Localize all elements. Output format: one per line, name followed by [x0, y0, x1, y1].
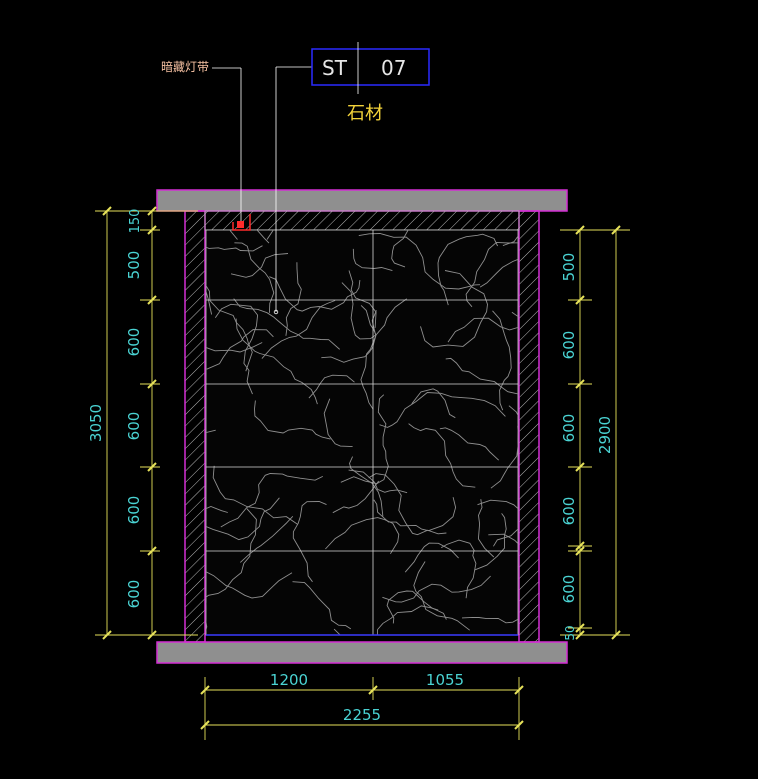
dim-right-seg-4: 600 [560, 497, 578, 526]
marble-vein [212, 465, 298, 525]
dim-right-seg-5: 600 [560, 575, 578, 604]
marble-vein [408, 423, 476, 488]
marble-vein [206, 245, 263, 252]
material-code-right: 07 [381, 56, 406, 80]
dim-left-seg-5: 600 [125, 496, 143, 525]
marble-vein [292, 581, 352, 630]
marble-vein [440, 539, 477, 599]
marble-vein [234, 242, 275, 313]
marble-vein [321, 310, 377, 363]
marble-vein [465, 241, 518, 308]
marble-vein [323, 398, 353, 448]
marble-vein [461, 616, 518, 624]
marble-vein [308, 374, 355, 399]
marble-vein [206, 506, 228, 513]
marble-vein [447, 317, 518, 343]
dim-left-total: 3050 [87, 404, 105, 442]
marble-vein [373, 497, 457, 532]
marble-vein [206, 289, 213, 315]
marble-vein [358, 233, 481, 290]
marble-vein [352, 248, 393, 272]
marble-vein [233, 298, 340, 350]
marble-vein [439, 427, 500, 461]
marble-vein [261, 300, 336, 359]
marble-vein [206, 571, 293, 599]
marble-vein [230, 253, 289, 278]
marble-vein [214, 303, 259, 395]
dim-left-seg-6: 600 [125, 580, 143, 609]
material-tag: ST 07 [311, 42, 430, 94]
right-dimensions [560, 225, 630, 640]
marble-vein [206, 329, 274, 370]
dim-right-seg-6: 50 [563, 625, 577, 640]
marble-vein [437, 233, 499, 306]
marble-vein [341, 282, 408, 340]
right-column [518, 210, 540, 643]
ceiling-recess [204, 210, 520, 231]
marble-vein [376, 605, 439, 635]
marble-vein [411, 388, 456, 419]
material-code-left: ST [322, 56, 348, 80]
marble-vein [285, 262, 302, 336]
ceiling-slab [156, 189, 568, 212]
marble-vein [360, 305, 377, 410]
marble-vein [368, 473, 447, 536]
marble-vein [348, 270, 377, 328]
dim-left-seg-1: 150 [128, 209, 143, 234]
stone-wall-panel [205, 229, 519, 636]
material-label: 石材 [347, 103, 383, 124]
marble-vein [474, 513, 507, 571]
dim-right-seg-1: 500 [560, 253, 578, 282]
marble-vein [206, 497, 280, 541]
dim-right-seg-2: 600 [560, 331, 578, 360]
marble-vein [206, 508, 257, 598]
marble-vein [404, 542, 459, 573]
marble-vein [391, 230, 409, 268]
dim-left-seg-3: 600 [125, 328, 143, 357]
dim-bottom-seg-1: 1200 [270, 671, 308, 689]
dim-right-seg-3: 600 [560, 414, 578, 443]
marble-vein [477, 499, 495, 558]
marble-vein [492, 310, 512, 411]
marble-vein [348, 469, 408, 494]
marble-vein [382, 575, 491, 603]
marble-vein [488, 533, 518, 545]
marble-vein [269, 276, 361, 312]
marble-vein [206, 284, 253, 372]
marble-vein [490, 405, 518, 489]
dim-bottom-seg-2: 1055 [426, 671, 464, 689]
marble-vein [379, 392, 506, 428]
marble-vein [254, 400, 331, 440]
floor-slab [156, 641, 568, 664]
light-strip-label: 暗藏灯带 [161, 59, 209, 74]
left-column [184, 210, 206, 643]
marble-vein [445, 357, 518, 395]
left-dimensions [95, 206, 198, 640]
marble-vein [235, 318, 318, 405]
dim-left-seg-2: 500 [125, 251, 143, 280]
dim-bottom-total: 2255 [343, 706, 381, 724]
marble-vein [220, 473, 323, 528]
dim-left-seg-4: 600 [125, 412, 143, 441]
marble-vein [332, 480, 380, 514]
marble-vein [502, 235, 518, 247]
marble-vein [340, 394, 389, 485]
marble-vein [479, 258, 518, 288]
marble-vein [413, 561, 470, 631]
marble-vein [256, 230, 270, 244]
light-strip-detail [212, 67, 251, 231]
marble-vein [206, 342, 263, 353]
marble-vein [477, 499, 518, 547]
dim-right-total: 2900 [596, 416, 614, 454]
bottom-dimensions [200, 677, 524, 740]
marble-vein [420, 270, 488, 348]
marble-vein [239, 515, 294, 563]
marble-vein [325, 517, 400, 555]
material-leader [273, 66, 312, 315]
marble-vein [292, 501, 327, 583]
marble-vein [349, 456, 384, 517]
